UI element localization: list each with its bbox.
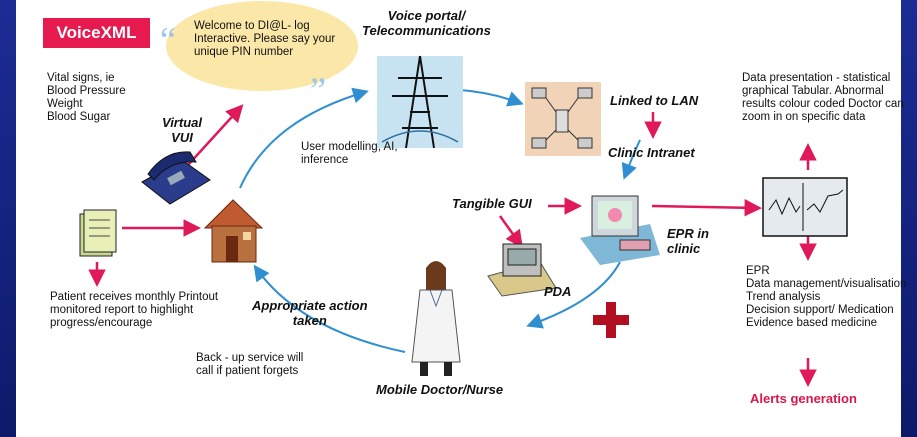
appropriate-action-label: Appropriate action taken <box>252 298 368 328</box>
printout-text: Patient receives monthly Printout monito… <box>50 291 219 329</box>
printout-document-icon <box>79 209 117 257</box>
clinic-computer-icon <box>580 195 660 265</box>
medical-cross-icon <box>593 302 629 338</box>
flow-arc-intranet-to-epr <box>621 139 641 180</box>
house-icon <box>203 199 264 263</box>
transmission-tower-icon <box>377 55 463 149</box>
linked-to-lan-label: Linked to LAN <box>610 93 699 108</box>
data-presentation-text: Data presentation - statistical graphica… <box>742 72 904 123</box>
pda-label: PDA <box>544 284 572 299</box>
right-border <box>901 0 917 437</box>
left-border <box>0 0 16 437</box>
flow-arc-doctor-to-house <box>253 264 406 353</box>
doctor-figure-icon <box>411 261 461 376</box>
pda-icon <box>487 243 557 297</box>
user-modelling-text: User modelling, AI, inference <box>301 141 398 166</box>
telephone-icon <box>141 151 211 205</box>
voice-portal-label: Voice portal/ Telecommunications <box>362 8 491 38</box>
voicexml-badge: VoiceXML <box>43 18 150 48</box>
tangible-gui-label: Tangible GUI <box>452 196 532 211</box>
trend-chart-icon <box>762 177 848 237</box>
speech-bubble <box>166 1 358 91</box>
arrow-phone-to-vui <box>187 104 244 166</box>
flow-arc-tower-to-lan <box>459 89 524 107</box>
mobile-doctor-label: Mobile Doctor/Nurse <box>376 382 504 397</box>
lan-network-icon <box>525 82 601 156</box>
flow-arc-epr-to-doctor <box>526 261 621 329</box>
quote-open-icon: “ <box>160 20 176 60</box>
flow-arc-house-to-tower <box>239 87 369 189</box>
quote-close-icon: ” <box>310 70 326 110</box>
epr-capabilities-text: EPR Data management/visualisation Trend … <box>746 265 907 329</box>
backup-service-text: Back - up service will call if patient f… <box>196 352 304 377</box>
welcome-bubble-text: Welcome to DI@L- log Interactive. Please… <box>194 20 336 58</box>
arrow-epr-to-chart <box>651 199 762 217</box>
arrow-gui-to-pda <box>498 215 523 249</box>
virtual-vui-label: Virtual VUI <box>162 115 202 145</box>
alerts-generation-label: Alerts generation <box>750 391 857 406</box>
vital-signs-text: Vital signs, ie Blood Pressure Weight Bl… <box>47 72 126 123</box>
clinic-intranet-label: Clinic Intranet <box>608 145 695 160</box>
epr-in-clinic-label: EPR in clinic <box>667 226 709 256</box>
